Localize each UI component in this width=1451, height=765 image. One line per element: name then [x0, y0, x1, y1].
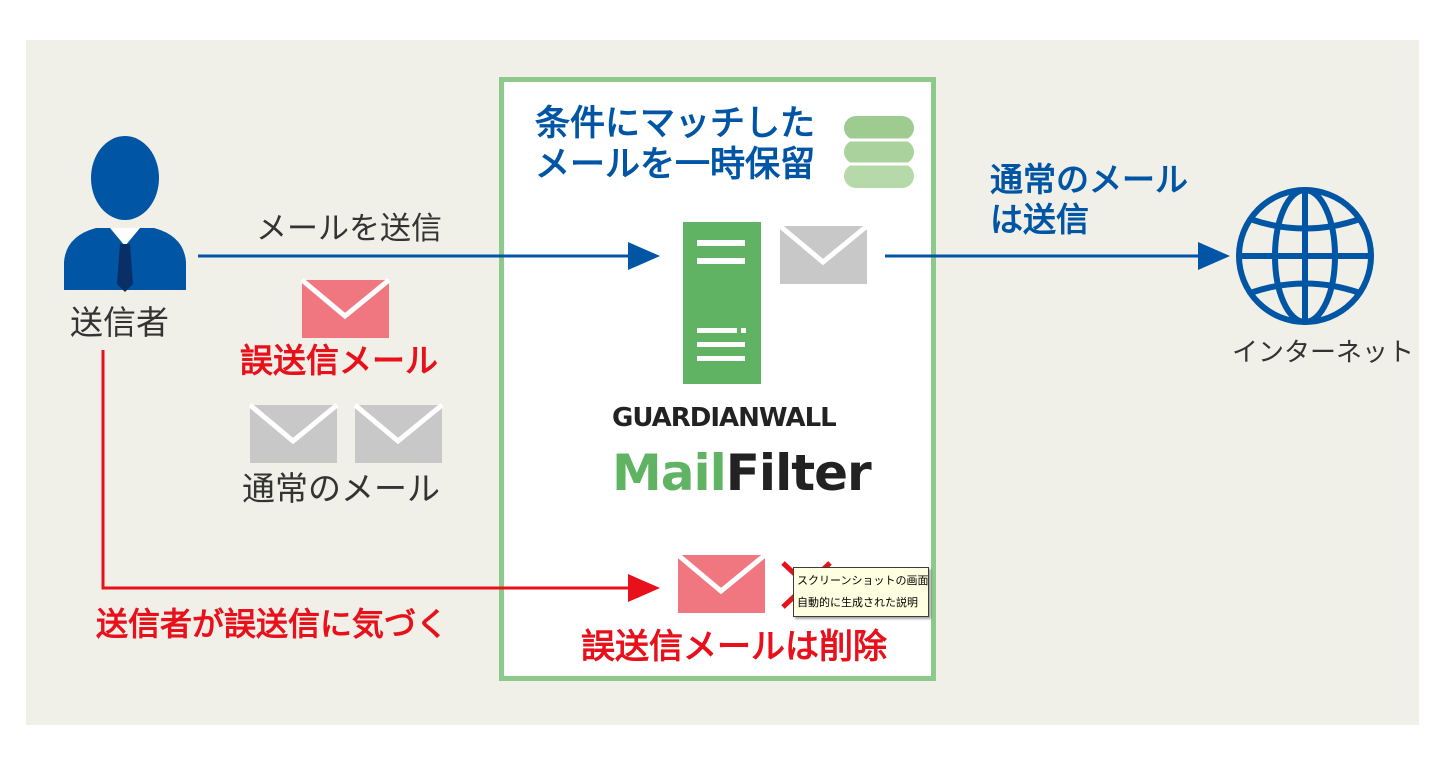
internet-arrow — [885, 242, 1230, 270]
person-icon — [64, 136, 186, 292]
deleted-label: 誤送信メールは削除 — [581, 627, 887, 667]
misdirected-envelope-icon — [300, 278, 391, 338]
normal-sent-line1: 通常のメール — [990, 160, 1188, 199]
sender-label: 送信者 — [70, 303, 169, 342]
server-icon — [683, 222, 761, 384]
normal-mail-label: 通常のメール — [242, 469, 440, 508]
hold-title-line2: メールを一時保留 — [535, 145, 816, 185]
brand-guardianwall: GUARDIANWALL — [612, 403, 837, 433]
misdirected-mail-label: 誤送信メール — [240, 341, 438, 380]
brand-mailfilter: MailFilter — [612, 448, 872, 498]
alt-text-tooltip: スクリーンショットの画面 自動的に生成された説明 — [793, 567, 929, 617]
internet-label: インターネット — [1232, 338, 1415, 368]
brand-filter: Filter — [725, 444, 872, 502]
tooltip-line1: スクリーンショットの画面 — [797, 574, 929, 587]
held-envelope-icon — [778, 224, 869, 284]
brand-mail: Mail — [612, 444, 727, 502]
send-arrow — [198, 242, 660, 270]
sender-notices-label: 送信者が誤送信に気づく — [96, 605, 449, 643]
send-mail-label: メールを送信 — [256, 211, 442, 247]
normal-envelope-icon — [248, 403, 339, 463]
misdirected-path-arrow — [101, 350, 660, 602]
deleted-envelope-icon — [676, 553, 767, 613]
normal-sent-line2: は送信 — [990, 200, 1089, 239]
database-icon — [844, 116, 914, 188]
tooltip-line2: 自動的に生成された説明 — [797, 596, 918, 609]
hold-title-line1: 条件にマッチした — [535, 104, 816, 144]
globe-icon — [1236, 187, 1374, 325]
normal-envelope-icon — [353, 403, 444, 463]
